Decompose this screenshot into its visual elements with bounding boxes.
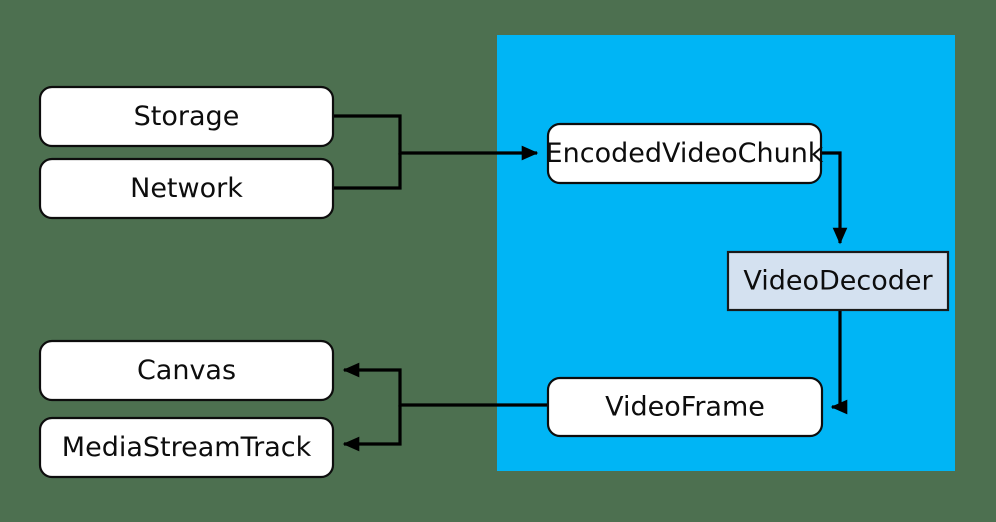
node-label-videoframe: VideoFrame <box>605 392 765 423</box>
node-network[interactable]: Network <box>38 157 335 220</box>
node-shape-videodecoder <box>726 250 950 312</box>
edge-encodedvideochunk-to-videodecoder <box>821 151 848 245</box>
node-shape-encodedvideochunk <box>546 122 823 185</box>
node-shape-storage <box>38 85 335 148</box>
node-storage[interactable]: Storage <box>38 85 335 148</box>
edge-network-to-encodedvideochunk <box>333 153 402 190</box>
node-videodecoder[interactable]: VideoDecoder <box>726 250 950 312</box>
edge-videoframe-to-canvas <box>342 362 548 407</box>
node-canvas[interactable]: Canvas <box>38 339 335 402</box>
edge-layer <box>333 114 848 452</box>
node-label-mediastreamtrack: MediaStreamTrack <box>62 432 312 463</box>
node-label-videodecoder: VideoDecoder <box>743 266 933 297</box>
node-videoframe[interactable]: VideoFrame <box>546 376 824 438</box>
node-shape-mediastreamtrack <box>38 416 335 479</box>
node-shape-canvas <box>38 339 335 402</box>
edge-storage-to-encodedvideochunk <box>333 114 539 161</box>
node-shape-videoframe <box>546 376 824 438</box>
node-shape-network <box>38 157 335 220</box>
node-mediastreamtrack[interactable]: MediaStreamTrack <box>38 416 335 479</box>
edge-videoframe-to-mediastreamtrack <box>342 405 402 452</box>
node-encodedvideochunk[interactable]: EncodedVideoChunk <box>546 122 824 185</box>
node-label-encodedvideochunk: EncodedVideoChunk <box>546 138 824 169</box>
node-label-canvas: Canvas <box>137 355 236 386</box>
edge-videodecoder-to-videoframe <box>830 310 848 415</box>
node-label-storage: Storage <box>134 101 240 132</box>
node-label-network: Network <box>130 173 243 204</box>
